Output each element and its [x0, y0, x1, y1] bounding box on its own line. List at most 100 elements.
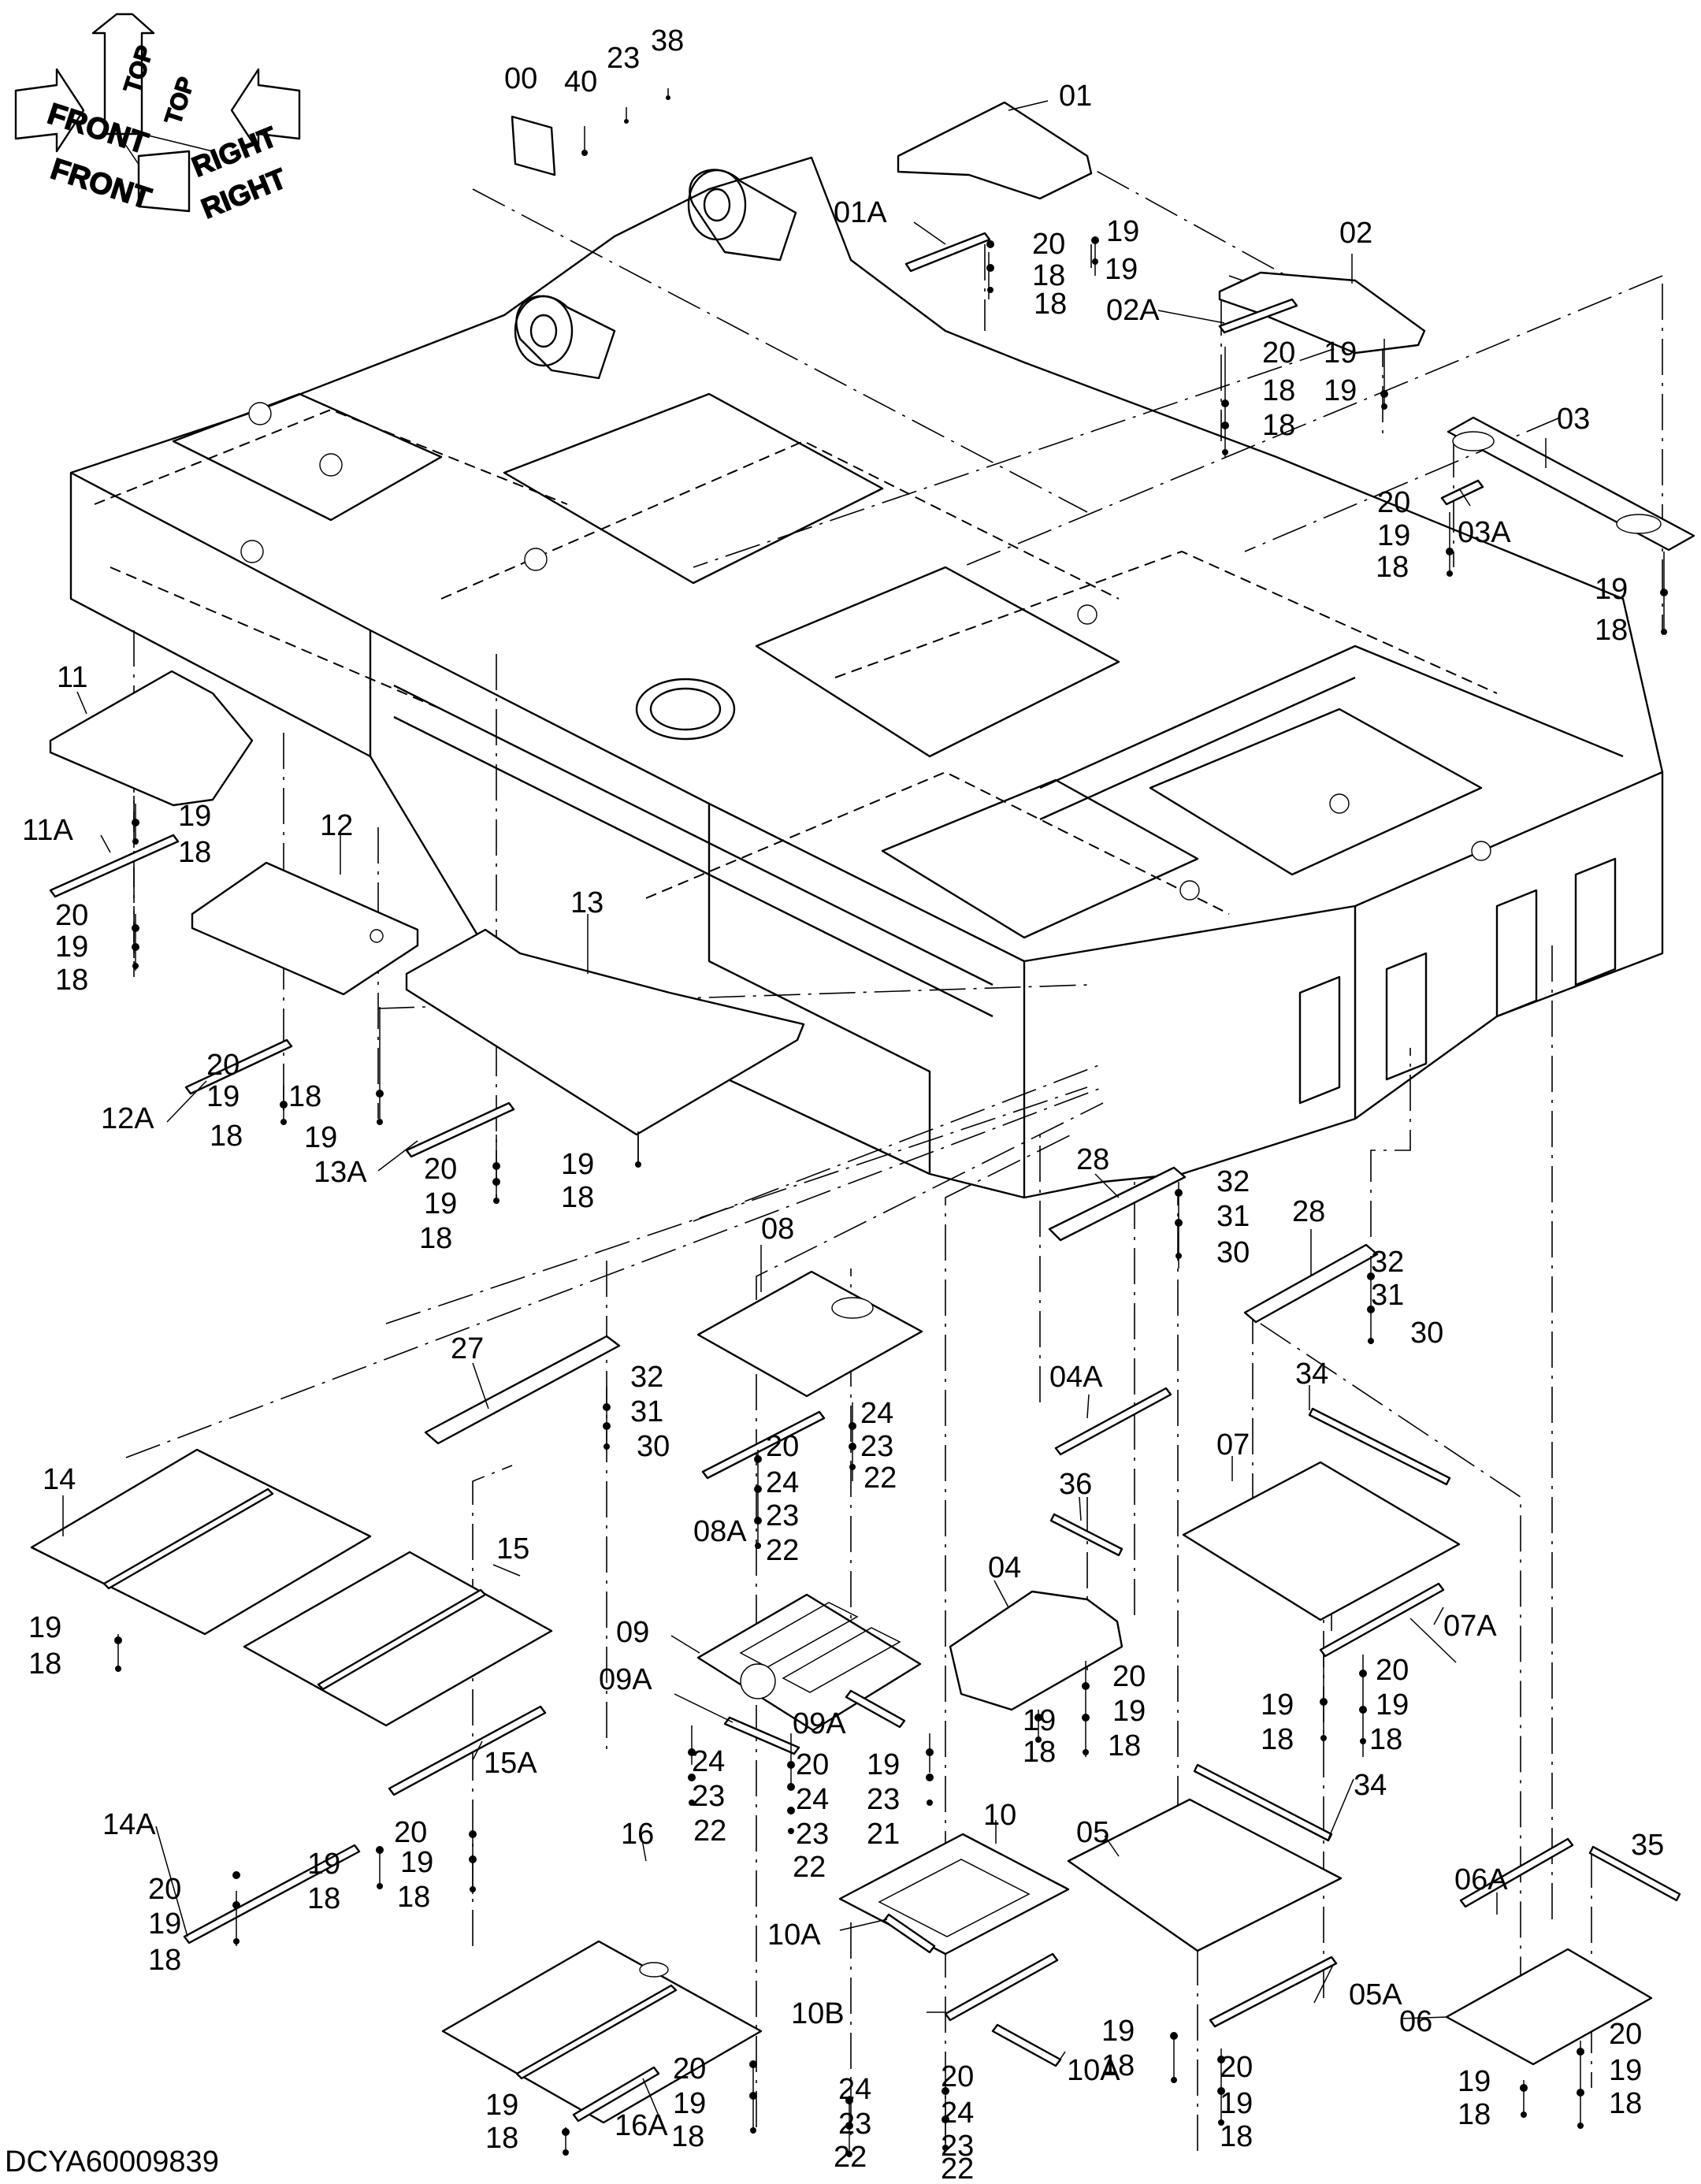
callout-18: 18 [1220, 2120, 1253, 2153]
callout-19: 19 [307, 1848, 340, 1881]
part-16-rib [515, 1984, 678, 2080]
callout-18: 18 [210, 1120, 243, 1153]
callout-30: 30 [637, 1430, 670, 1463]
callout-20: 20 [1032, 228, 1065, 261]
part-08-plate [696, 1270, 923, 1398]
part-35-seal [1588, 1845, 1681, 1902]
callout-20: 20 [148, 1873, 181, 1906]
callout-20: 20 [424, 1153, 457, 1186]
callout-04a: 04A [1049, 1361, 1103, 1394]
part-11A-strip [49, 834, 180, 898]
callout-24: 24 [860, 1397, 893, 1430]
callout-02a: 02A [1106, 294, 1160, 327]
part-14A-strip [183, 1844, 361, 1944]
callout-16a: 16A [615, 2109, 668, 2142]
parts [30, 101, 1695, 2124]
callout-21: 21 [867, 1818, 900, 1851]
orientation-top-label-shadow: TOP [160, 74, 199, 128]
part-05-plate [1067, 1798, 1343, 1952]
callout-20: 20 [206, 1049, 240, 1082]
callout-07: 07 [1216, 1428, 1250, 1462]
callout-20: 20 [1609, 2018, 1642, 2051]
callout-18: 18 [1101, 2049, 1135, 2082]
part-14-rib [102, 1488, 274, 1590]
callout-34: 34 [1295, 1358, 1328, 1391]
callout-18: 18 [307, 1882, 340, 1915]
callout-19: 19 [400, 1846, 433, 1879]
callout-19: 19 [1377, 519, 1410, 552]
part-07-plate [1182, 1461, 1461, 1621]
callout-22: 22 [766, 1534, 799, 1567]
part-00-plate [511, 115, 556, 176]
part-10B-strip [944, 1952, 1059, 2022]
callout-19: 19 [1458, 2065, 1491, 2098]
callout-18: 18 [55, 964, 88, 997]
part-09-plate [696, 1593, 922, 1732]
part-16A-strip [572, 2066, 660, 2123]
callout-02: 02 [1339, 217, 1372, 250]
callout-30: 30 [1216, 1236, 1250, 1269]
callout-11a: 11A [22, 814, 73, 847]
callout-18: 18 [671, 2120, 704, 2153]
callout-18: 18 [1032, 259, 1065, 292]
callout-35: 35 [1631, 1829, 1664, 1862]
callout-00: 00 [504, 62, 537, 95]
callout-38: 38 [651, 24, 684, 58]
callout-22: 22 [941, 2152, 974, 2184]
callout-04: 04 [988, 1551, 1021, 1584]
callout-19: 19 [206, 1080, 240, 1113]
callout-20: 20 [55, 899, 88, 932]
part-09A-strip-left [723, 1716, 800, 1755]
part-06A-strip [1459, 1837, 1574, 1908]
callout-24: 24 [692, 1745, 725, 1778]
callout-24: 24 [766, 1466, 799, 1499]
callout-18: 18 [1262, 374, 1295, 407]
part-34-seal-lower [1193, 1763, 1333, 1842]
callout-24: 24 [796, 1783, 829, 1816]
callout-19: 19 [148, 1907, 181, 1941]
callout-01a: 01A [834, 196, 887, 229]
callout-23: 23 [692, 1780, 725, 1813]
callout-23: 23 [838, 2108, 871, 2141]
callout-10b: 10B [791, 1997, 845, 2030]
callout-19: 19 [1376, 1688, 1409, 1722]
part-12-plate [191, 861, 419, 996]
main-frame [69, 156, 1664, 1199]
callout-20: 20 [766, 1430, 799, 1463]
callout-12: 12 [320, 809, 353, 842]
callout-18: 18 [1376, 551, 1409, 584]
callout-18: 18 [288, 1080, 321, 1113]
callout-19: 19 [304, 1121, 337, 1154]
part-10A-strip-left [882, 1913, 936, 1954]
callout-11: 11 [57, 661, 87, 694]
callout-03a: 03A [1458, 516, 1511, 549]
callout-06: 06 [1399, 2005, 1432, 2038]
callout-20: 20 [1377, 486, 1410, 519]
part-06-plate [1445, 1948, 1653, 2066]
callout-19: 19 [1595, 573, 1628, 606]
callout-06a: 06A [1454, 1863, 1508, 1896]
part-01-plate [897, 101, 1093, 200]
callout-15a: 15A [484, 1747, 537, 1780]
callout-19: 19 [424, 1187, 457, 1220]
callout-08a: 08A [693, 1515, 747, 1548]
fasteners [114, 88, 1668, 2157]
callout-18: 18 [419, 1222, 452, 1255]
callout-19: 19 [55, 930, 88, 964]
callout-18: 18 [28, 1647, 61, 1681]
callout-32: 32 [1371, 1246, 1404, 1279]
callout-23: 23 [796, 1818, 829, 1851]
callout-19: 19 [867, 1748, 900, 1781]
part-15A-strip [388, 1705, 547, 1796]
callout-19: 19 [485, 2089, 518, 2122]
part-36-seal [1049, 1513, 1123, 1557]
callout-10a: 10A [767, 1918, 821, 1952]
callout-31: 31 [1371, 1279, 1404, 1312]
part-04-plate [949, 1590, 1123, 1711]
callout-27: 27 [451, 1332, 484, 1365]
callout-19: 19 [1106, 215, 1139, 248]
part-04A-strip [1054, 1387, 1172, 1456]
part-14-plate [30, 1448, 372, 1636]
callout-19: 19 [1324, 374, 1357, 407]
